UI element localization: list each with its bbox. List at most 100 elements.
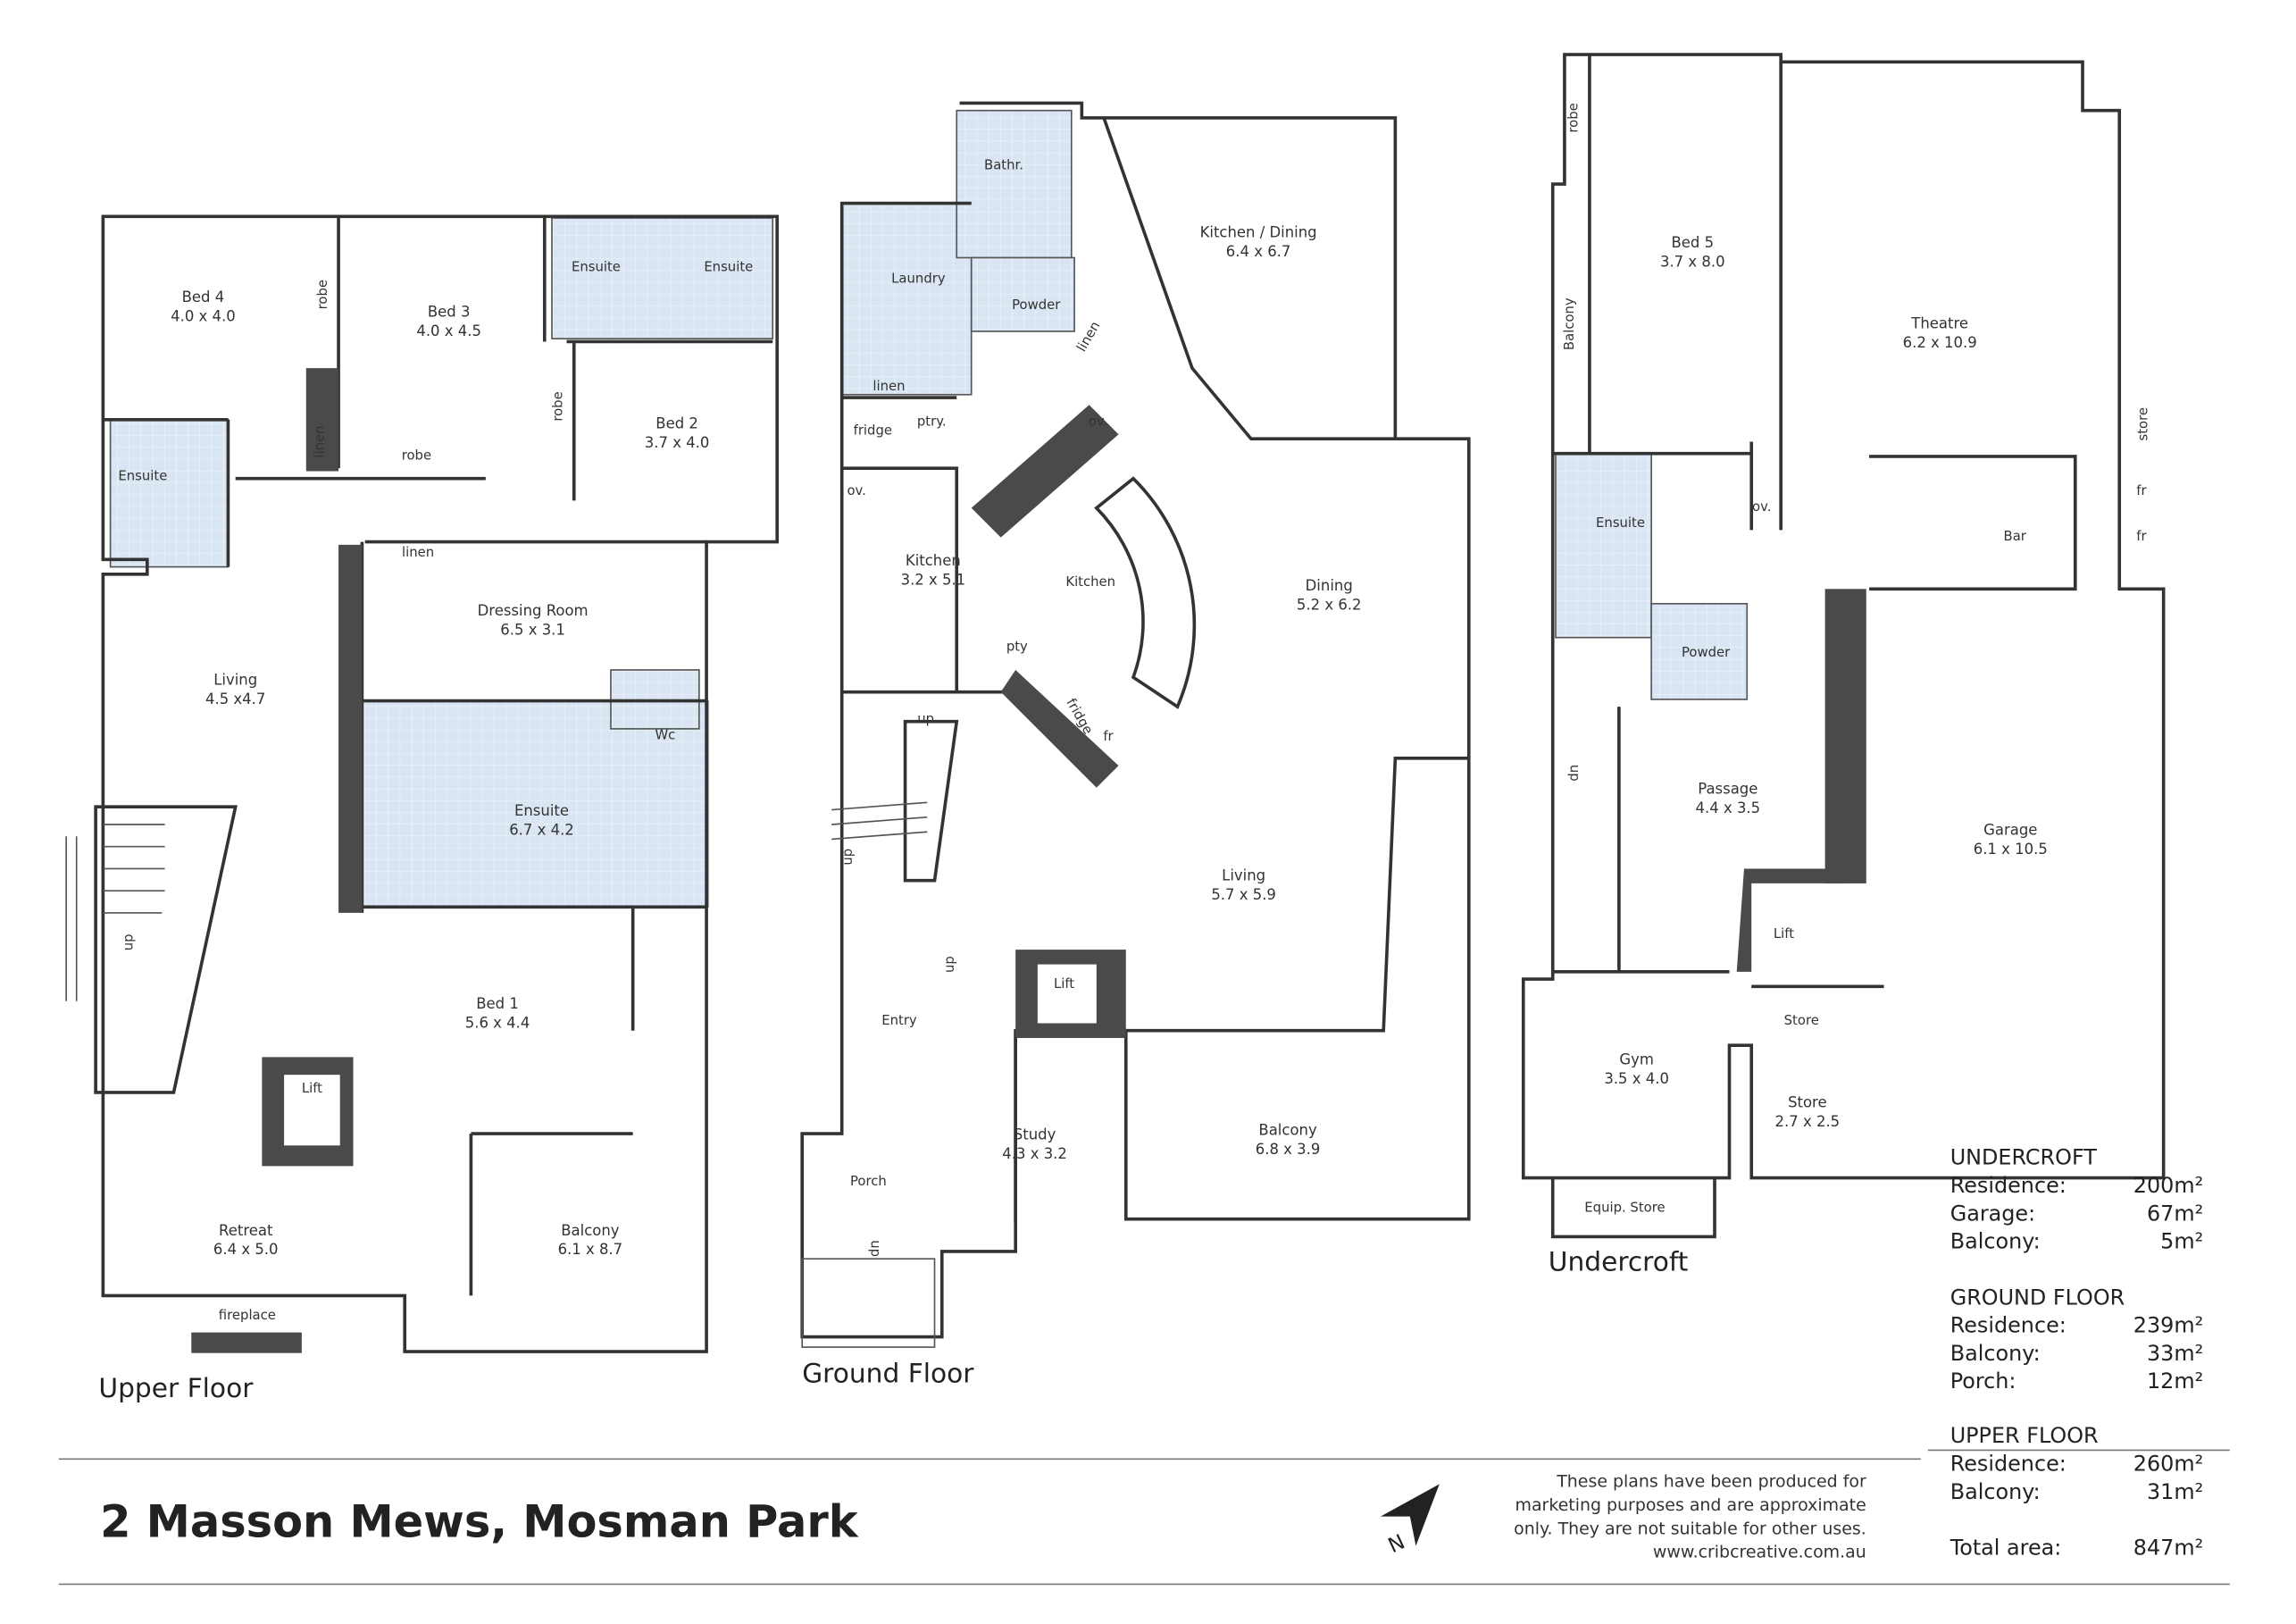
room-name: Kitchen: [906, 552, 961, 569]
room-name: Lift: [302, 1081, 322, 1096]
room-dimensions: 4.3 x 3.2: [1002, 1145, 1067, 1162]
room-name: Passage: [1698, 780, 1757, 797]
undercroft-room-equip-store: Equip. Store: [1584, 1200, 1665, 1215]
property-title: 2 Masson Mews, Mosman Park: [100, 1496, 859, 1548]
room-name: robe: [551, 391, 566, 421]
room-name: Bed 4: [182, 289, 225, 306]
ground-room-linen: linen: [872, 379, 905, 394]
room-name: Ensuite: [514, 802, 569, 819]
upper-room-lift: Lift: [302, 1081, 322, 1096]
upper-floor-label: Upper Floor: [98, 1372, 254, 1403]
room-name: Bathr.: [984, 158, 1023, 173]
ground-room-study: Study 4.3 x 3.2: [1002, 1126, 1067, 1162]
ground-floor-label: Ground Floor: [802, 1358, 974, 1389]
upper-room-wc: Wc: [655, 727, 676, 742]
ground-room-up: up: [840, 849, 856, 866]
room-name: ov.: [847, 483, 865, 498]
room-name: fr: [1103, 729, 1114, 744]
room-name: robe: [402, 448, 431, 463]
room-name: robe: [315, 280, 330, 309]
upper-room-robe: robe: [315, 280, 330, 309]
room-dimensions: 3.7 x 4.0: [645, 434, 710, 451]
room-name: Bed 2: [655, 415, 698, 432]
room-name: linen: [313, 425, 328, 457]
undercroft-room-balcony: Balcony: [1562, 297, 1577, 350]
undercroft-room-robe: robe: [1566, 103, 1582, 132]
room-dimensions: 6.4 x 5.0: [213, 1241, 279, 1258]
undercroft-room-store: Store: [1784, 1013, 1819, 1028]
room-name: Balcony: [1258, 1122, 1317, 1139]
room-name: Study: [1014, 1126, 1056, 1143]
room-name: Store: [1784, 1013, 1819, 1028]
room-dimensions: 4.5 x4.7: [205, 691, 265, 707]
undercroft-plan: [1521, 53, 2166, 1239]
room-name: Dining: [1306, 577, 1353, 594]
upper-floor-plan: [65, 214, 779, 1353]
upper-room-robe: robe: [551, 391, 566, 421]
undercroft-room-garage: Garage 6.1 x 10.5: [1974, 822, 2048, 858]
upper-room-ensuite: Ensuite: [704, 259, 753, 274]
ground-room-porch: Porch: [850, 1174, 887, 1189]
room-name: Entry: [881, 1013, 917, 1028]
room-dimensions: 3.2 x 5.1: [901, 571, 966, 588]
ground-room-entry: Entry: [881, 1013, 917, 1028]
ground-room-powder: Powder: [1012, 297, 1061, 313]
ground-room-ov: ov.: [847, 483, 865, 498]
room-name: up: [917, 711, 934, 726]
disclaimer-line: marketing purposes and are approximate: [1515, 1495, 1866, 1515]
ground-room-kitchen: Kitchen: [1065, 574, 1115, 590]
ground-room-up: up: [942, 956, 957, 973]
area-value: 239m²: [2133, 1313, 2203, 1338]
room-name: fireplace: [219, 1308, 276, 1323]
website-link[interactable]: www.cribcreative.com.au: [1653, 1543, 1866, 1562]
upper-room-robe: robe: [402, 448, 431, 463]
upper-room-linen: linen: [402, 545, 434, 560]
ground-room-pty: pty: [1006, 640, 1028, 655]
room-dimensions: 6.8 x 3.9: [1256, 1141, 1321, 1158]
area-value: 31m²: [2147, 1479, 2203, 1504]
room-name: Retreat: [219, 1222, 273, 1239]
room-dimensions: 6.1 x 10.5: [1974, 841, 2048, 858]
room-name: pty: [1006, 640, 1028, 655]
room-name: Balcony: [561, 1222, 620, 1239]
undercroft-room-ov: ov.: [1752, 499, 1771, 515]
upper-room-fireplace: fireplace: [219, 1308, 276, 1323]
room-dimensions: 5.7 x 5.9: [1211, 886, 1276, 903]
north-arrow-icon: N: [1380, 1484, 1440, 1558]
room-dimensions: 3.5 x 4.0: [1604, 1070, 1669, 1087]
disclaimer-line: These plans have been produced for: [1556, 1472, 1866, 1492]
undercroft-room-lift: Lift: [1774, 926, 1794, 942]
area-label: Porch:: [1950, 1369, 2016, 1394]
room-name: Ensuite: [1596, 515, 1645, 531]
ground-room-lift: Lift: [1054, 976, 1074, 992]
area-value: 12m²: [2147, 1369, 2203, 1394]
room-name: Ensuite: [572, 259, 621, 274]
ground-room-bathr: Bathr.: [984, 158, 1023, 173]
room-dimensions: 4.0 x 4.0: [171, 307, 236, 324]
room-name: Porch: [850, 1174, 887, 1189]
upper-room-ensuite: Ensuite: [572, 259, 621, 274]
room-name: Ensuite: [118, 468, 167, 483]
ground-room-laundry: Laundry: [891, 272, 946, 287]
area-label: Balcony:: [1950, 1479, 2041, 1504]
total-area-value: 847m²: [2133, 1535, 2203, 1560]
area-value: 33m²: [2147, 1341, 2203, 1366]
room-name: robe: [1566, 103, 1582, 132]
room-name: Lift: [1054, 976, 1074, 992]
room-name: Bed 1: [476, 995, 519, 1012]
room-name: ov.: [1752, 499, 1771, 515]
room-name: fr: [2136, 529, 2147, 544]
ground-room-linen: linen: [1074, 319, 1104, 355]
ground-room-up: up: [868, 1240, 883, 1257]
room-name: Ensuite: [704, 259, 753, 274]
room-name: Garage: [1983, 822, 2037, 839]
room-name: Bar: [2004, 529, 2027, 544]
